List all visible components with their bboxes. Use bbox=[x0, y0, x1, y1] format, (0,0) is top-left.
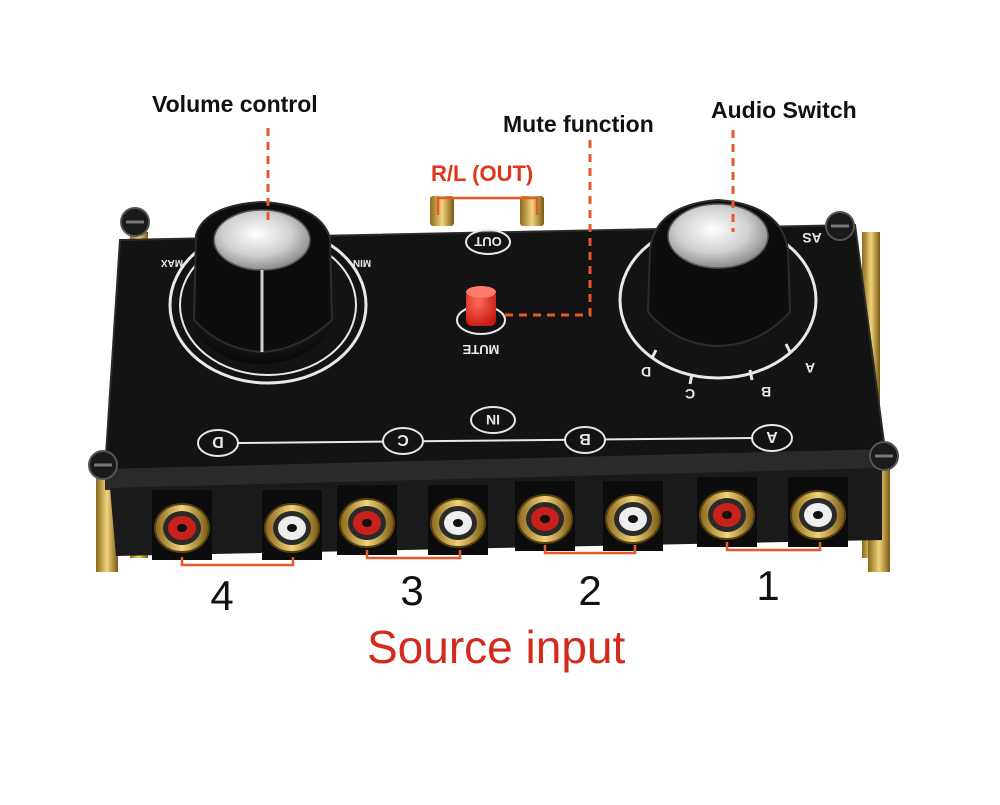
min-label: MIN bbox=[353, 257, 371, 268]
audio-switch-knob[interactable] bbox=[618, 198, 818, 385]
channel-letter: A bbox=[766, 428, 778, 445]
screw-icon bbox=[120, 207, 150, 237]
rca-jack-icon bbox=[603, 481, 663, 551]
volume-knob[interactable] bbox=[168, 200, 368, 385]
channel-letter: B bbox=[579, 430, 591, 447]
channel-letter: D bbox=[212, 433, 224, 450]
out-label: OUT bbox=[474, 234, 502, 249]
source-input-label: Source input bbox=[367, 621, 626, 673]
rca-jack-icon bbox=[788, 477, 848, 547]
port-number-2: 2 bbox=[578, 567, 602, 614]
screw-icon bbox=[88, 450, 118, 480]
front-edge bbox=[105, 450, 885, 490]
volume-control-callout: Volume control bbox=[152, 91, 318, 117]
callout-lines bbox=[180, 128, 822, 567]
selector-letter: B bbox=[761, 384, 771, 400]
output-callout: R/L (OUT) bbox=[431, 161, 534, 186]
selector-letter: D bbox=[641, 364, 651, 380]
knob-icon bbox=[667, 203, 769, 269]
channel-letter: C bbox=[397, 431, 409, 448]
in-label: IN bbox=[486, 412, 500, 428]
port-number-3: 3 bbox=[400, 567, 424, 614]
mute-button[interactable] bbox=[456, 286, 506, 335]
as-label: AS bbox=[802, 230, 821, 246]
channel-bus-line bbox=[197, 424, 793, 457]
port-number-1: 1 bbox=[756, 562, 780, 609]
out-badge bbox=[465, 229, 511, 255]
in-badge bbox=[470, 406, 516, 434]
max-label: MAX bbox=[161, 257, 184, 268]
knob-icon bbox=[213, 209, 311, 271]
screw-icon bbox=[869, 441, 899, 471]
rca-jack-icon bbox=[262, 490, 322, 560]
audio-switch-callout: Audio Switch bbox=[711, 97, 857, 123]
selector-letters: D C B A bbox=[641, 360, 815, 402]
selector-letter: C bbox=[685, 386, 695, 402]
port-number-4: 4 bbox=[210, 572, 234, 619]
rca-jack-icon bbox=[428, 485, 488, 555]
mute-function-callout: Mute function bbox=[503, 111, 654, 137]
rca-jack-icon bbox=[697, 477, 757, 547]
input-rca-jacks bbox=[152, 477, 848, 560]
rca-jack-icon bbox=[152, 490, 212, 560]
rca-jack-icon bbox=[515, 481, 575, 551]
rca-jack-icon bbox=[337, 485, 397, 555]
selector-letter: A bbox=[805, 360, 815, 376]
screw-icon bbox=[825, 211, 855, 241]
output-rca-jacks bbox=[430, 196, 544, 226]
mute-label: MUTE bbox=[462, 342, 499, 357]
